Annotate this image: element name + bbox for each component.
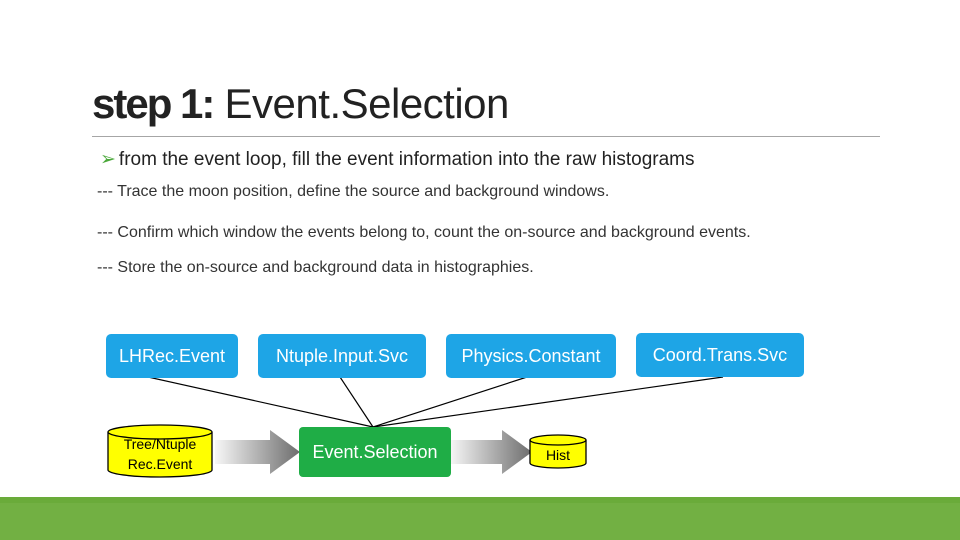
service-box-coordtranssvc: Coord.Trans.Svc [636, 333, 804, 377]
input-store-line2: Rec.Event [127, 456, 193, 472]
subline-store-data: --- Store the on-source and background d… [97, 259, 534, 276]
service-box-lhrecevent: LHRec.Event [106, 334, 238, 378]
output-store-cylinder [529, 434, 587, 469]
connector-line-ntupleinputsvc [339, 376, 374, 428]
flow-arrow-input [215, 430, 300, 474]
page-title: step 1: Event.Selection [92, 80, 509, 128]
bullet-point: ➢from the event loop, fill the event inf… [100, 148, 695, 171]
connector-line-lhrecevent [147, 376, 374, 428]
connector-line-physicsconstant [372, 376, 528, 428]
subline-confirm-window: --- Confirm which window the events belo… [97, 224, 751, 241]
output-store-label: Hist [545, 447, 571, 463]
arrow-bullet-icon: ➢ [100, 149, 116, 170]
service-box-ntupleinputsvc: Ntuple.Input.Svc [258, 334, 426, 378]
service-box-physicsconstant: Physics.Constant [446, 334, 616, 378]
input-store-line1: Tree/Ntuple [123, 436, 197, 452]
flow-arrow-output [450, 430, 532, 474]
footer-stripe [0, 497, 960, 503]
connector-line-coordtranssvc [372, 376, 724, 428]
algorithm-box-eventselection: Event.Selection [299, 427, 451, 477]
subline-trace-moon: --- Trace the moon position, define the … [97, 183, 610, 200]
title-divider [92, 136, 880, 137]
title-prefix: step 1: [92, 80, 215, 127]
input-store-cylinder [107, 424, 213, 478]
footer-bar [0, 497, 960, 540]
bullet-text: from the event loop, fill the event info… [118, 149, 695, 170]
title-text: Event.Selection [224, 80, 510, 127]
input-store-label: Tree/Ntuple Rec.Event [108, 434, 212, 474]
